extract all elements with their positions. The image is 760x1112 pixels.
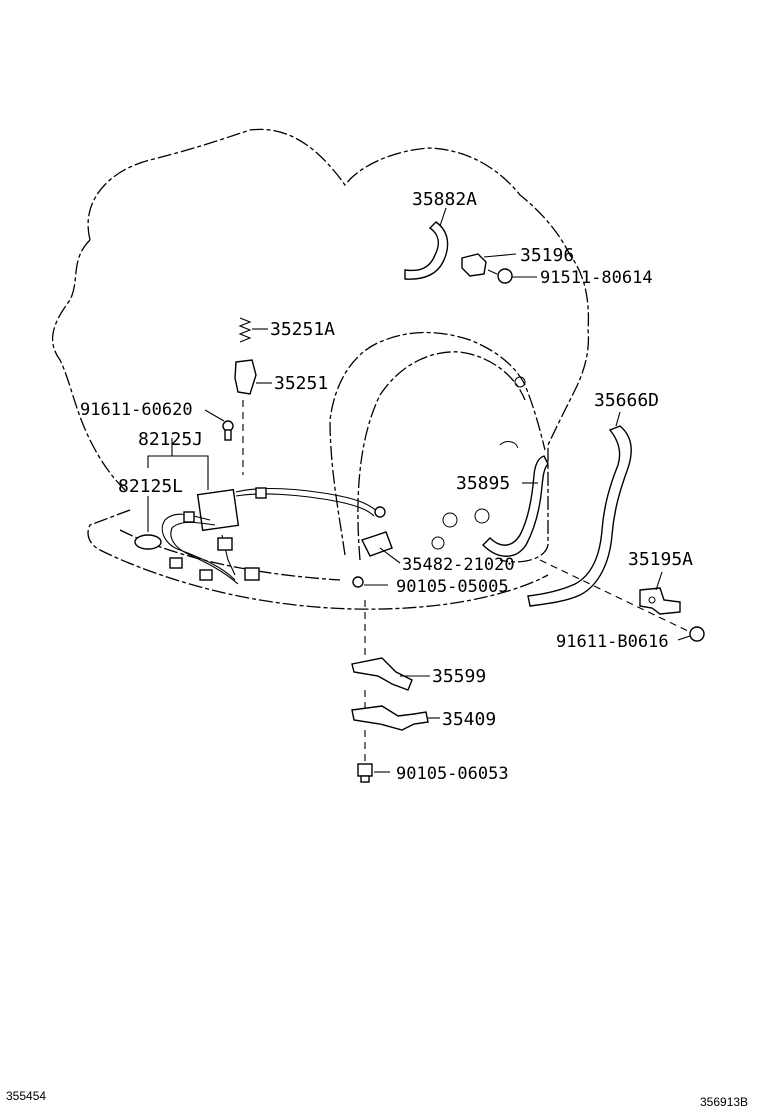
bolt-90105-05005	[352, 576, 364, 588]
connector	[183, 511, 195, 523]
label-35882A: 35882A	[412, 189, 477, 210]
detent-35251	[234, 359, 257, 395]
label-35196: 35196	[520, 245, 574, 266]
footer-left-code: 355454	[6, 1089, 46, 1103]
bolt-shank	[360, 775, 370, 783]
leader-line	[487, 269, 498, 275]
connector	[199, 569, 213, 581]
label-91511-80614: 91511-80614	[540, 268, 653, 288]
connector-end	[374, 506, 386, 518]
housing-boss	[514, 376, 526, 388]
label-35251: 35251	[274, 373, 328, 394]
oring-82125L	[134, 534, 162, 550]
connector	[244, 567, 260, 581]
bolt-90105-06053	[357, 763, 373, 777]
leader-line	[615, 411, 621, 427]
leader-line	[439, 207, 447, 227]
label-90105-05005: 90105-05005	[396, 577, 509, 597]
leader-line	[655, 571, 663, 591]
bolt-91611-B0616	[689, 626, 705, 642]
label-35251A: 35251A	[270, 319, 335, 340]
transmission-housing-left	[51, 239, 126, 491]
housing-bellhousing	[357, 351, 526, 561]
bracket-35599	[351, 657, 413, 691]
footer-right-code: 356913B	[700, 1095, 748, 1109]
leader-line	[379, 547, 401, 564]
hose-35895	[482, 455, 549, 557]
spring-35251A	[238, 317, 252, 343]
label-91611-60620: 91611-60620	[80, 400, 193, 420]
label-35666D: 35666D	[594, 390, 659, 411]
leader-line	[483, 253, 517, 258]
label-90105-06053: 90105-06053	[396, 764, 509, 784]
label-82125L: 82125L	[118, 476, 183, 497]
plate-35482-21020	[361, 531, 393, 557]
label-35895: 35895	[456, 473, 510, 494]
clamp-hole	[648, 596, 656, 604]
label-35195A: 35195A	[628, 549, 693, 570]
label-35482-21020: 35482-21020	[402, 555, 515, 575]
bolt-91511-80614	[497, 268, 513, 284]
transmission-housing-outline	[87, 128, 590, 563]
label-35599: 35599	[432, 666, 486, 687]
connector	[255, 487, 267, 499]
housing-detail	[499, 441, 519, 449]
housing-boss	[474, 508, 490, 524]
clamp-35195A	[639, 587, 681, 615]
label-82125J: 82125J	[138, 429, 203, 450]
housing-boss	[431, 536, 445, 550]
connector	[217, 537, 233, 551]
bolt-shank	[224, 429, 232, 441]
housing-flange	[329, 331, 546, 556]
dashed-axis	[539, 559, 691, 633]
housing-boss	[442, 512, 458, 528]
label-91611-B0616: 91611-B0616	[556, 632, 669, 652]
hose-35882A	[404, 221, 449, 280]
clamp-35196	[461, 253, 487, 277]
leader-line	[204, 409, 225, 422]
connector	[169, 557, 183, 569]
label-35409: 35409	[442, 709, 496, 730]
bracket-35409	[351, 705, 429, 731]
oil-pan-outline	[87, 509, 549, 610]
hose-35666D	[527, 425, 632, 607]
label-bracket	[147, 455, 209, 490]
leader-line	[677, 635, 691, 641]
sensor-82125J	[196, 488, 240, 532]
